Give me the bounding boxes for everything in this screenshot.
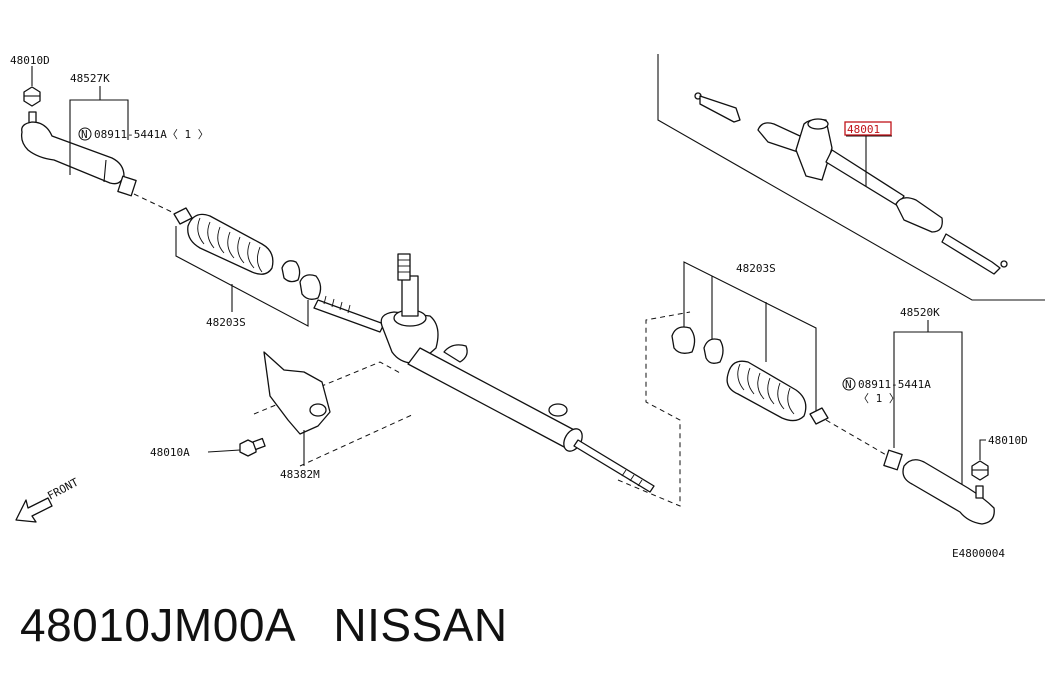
steering-rack-assembly <box>253 253 691 507</box>
boot-clamp-small-left <box>173 207 193 225</box>
circled-n-icon <box>78 127 92 141</box>
label-48010d-left: 48010D <box>10 54 50 67</box>
label-48203s-right: 48203S <box>736 262 776 275</box>
highlight-box-48001 <box>844 121 892 136</box>
boot-clamp-ring-right <box>703 338 724 364</box>
part-number-caption: 48010JM00A NISSAN <box>20 599 508 651</box>
boot-left <box>187 213 274 275</box>
lock-nut-right <box>883 449 903 471</box>
boot-right <box>726 360 807 422</box>
circled-n-icon <box>842 377 856 391</box>
bracket-bolt <box>239 439 257 457</box>
right-boot-group <box>671 261 889 457</box>
tie-rod-end-stud-right <box>975 485 984 499</box>
rack-rod-left <box>313 299 385 333</box>
label-nut-spec-right: 08911-5441A <box>858 378 931 391</box>
label-48001[interactable]: 48001 <box>847 123 880 136</box>
label-48010a: 48010A <box>150 446 190 459</box>
rack-mount-tab <box>443 344 468 363</box>
arrow-down-left-icon <box>15 497 53 523</box>
front-indicator: FRONT <box>15 475 81 523</box>
label-48520k: 48520K <box>900 306 940 319</box>
pinion-spline <box>397 253 411 281</box>
boot-band-right <box>671 326 696 354</box>
nut-symbol-right: N <box>845 378 852 391</box>
label-48203s-left: 48203S <box>206 316 246 329</box>
boot-band-left <box>299 274 322 300</box>
inset-boot-right <box>895 197 943 233</box>
lock-nut-left <box>117 175 137 197</box>
label-48527k: 48527K <box>70 72 110 85</box>
front-label: FRONT <box>45 475 81 502</box>
rack-bracket-group <box>207 351 331 466</box>
boot-clamp-small-right <box>809 407 829 425</box>
tie-rod-end-right <box>902 459 995 525</box>
label-nut-qty-right: 〈 1 〉 <box>858 392 900 405</box>
rack-boss <box>548 403 568 417</box>
inset-tie-rod-end-left <box>699 95 741 123</box>
inset-tie-rod-end-right <box>941 233 1001 275</box>
label-48010d-right: 48010D <box>988 434 1028 447</box>
diagram-code: E4800004 <box>952 547 1005 560</box>
assembly-inset <box>657 54 1045 301</box>
rack-rod-right <box>573 439 655 493</box>
pinion-shaft <box>401 275 419 317</box>
left-tie-rod-end-group <box>20 66 177 215</box>
rack-tube <box>407 347 579 449</box>
boot-clamp-ring-left <box>281 260 301 283</box>
left-boot-group <box>173 207 322 327</box>
inset-boot-left <box>757 122 804 153</box>
nut-symbol-left: N <box>81 128 88 141</box>
rack-mount-bracket <box>263 351 331 435</box>
label-nut-spec-left: 08911-5441A〈 1 〉 <box>94 128 209 141</box>
inset-rack-tube <box>825 149 905 207</box>
right-tie-rod-end-group <box>883 320 995 525</box>
label-48382m: 48382M <box>280 468 320 481</box>
